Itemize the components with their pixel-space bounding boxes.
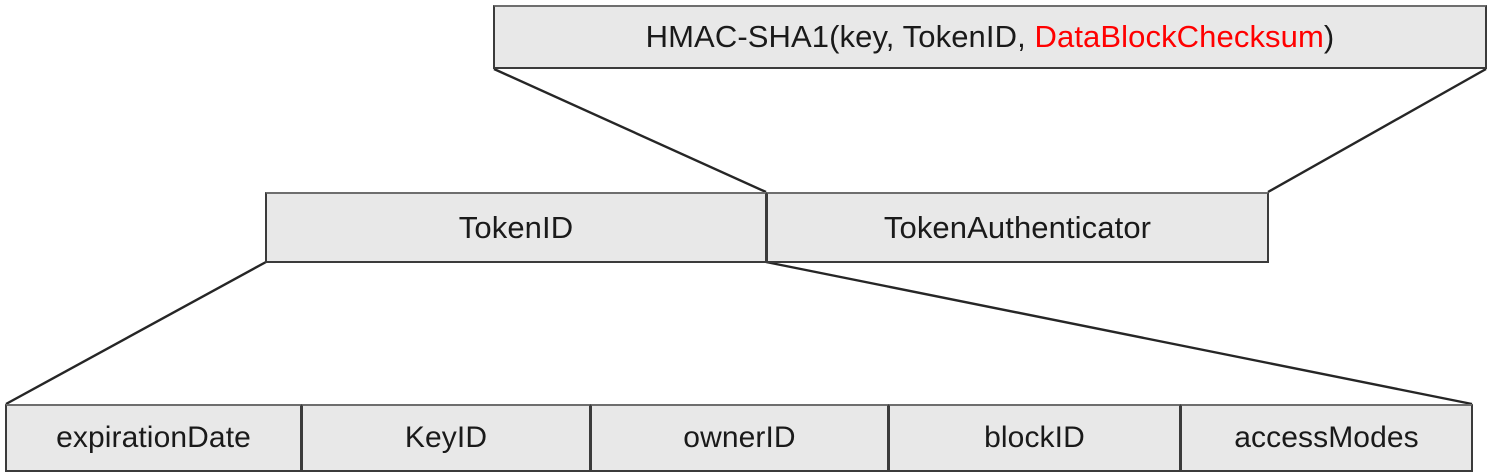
token-id-label: TokenID <box>458 209 574 245</box>
field-label-expiration-date: expirationDate <box>56 421 251 454</box>
hmac-suffix-text: ) <box>1323 19 1335 54</box>
connector-hmac-right-to-authend <box>1267 67 1487 194</box>
field-box-block-id: blockID <box>888 404 1181 472</box>
hmac-expression-label: HMAC-SHA1(key, TokenID, DataBlockChecksu… <box>646 19 1335 55</box>
field-label-owner-id: ownerID <box>683 421 796 454</box>
field-label-access-modes: accessModes <box>1234 421 1419 454</box>
field-box-expiration-date: expirationDate <box>5 404 302 472</box>
connector-tokenid-left-to-fields <box>5 260 267 406</box>
field-label-block-id: blockID <box>984 421 1085 454</box>
field-label-key-id: KeyID <box>404 421 488 454</box>
hmac-prefix-text: HMAC-SHA1(key, TokenID, <box>645 19 1035 54</box>
hmac-expression-box: HMAC-SHA1(key, TokenID, DataBlockChecksu… <box>493 5 1487 69</box>
field-box-access-modes: accessModes <box>1180 404 1473 472</box>
token-authenticator-label: TokenAuthenticator <box>883 209 1152 245</box>
token-authenticator-box: TokenAuthenticator <box>766 192 1269 263</box>
connector-tokenid-right-to-fields <box>765 260 1473 406</box>
token-id-box: TokenID <box>265 192 767 263</box>
datablockchecksum-highlight-text: DataBlockChecksum <box>1034 19 1324 54</box>
field-box-owner-id: ownerID <box>590 404 889 472</box>
field-box-key-id: KeyID <box>301 404 591 472</box>
connector-hmac-left-to-divider <box>493 67 767 194</box>
